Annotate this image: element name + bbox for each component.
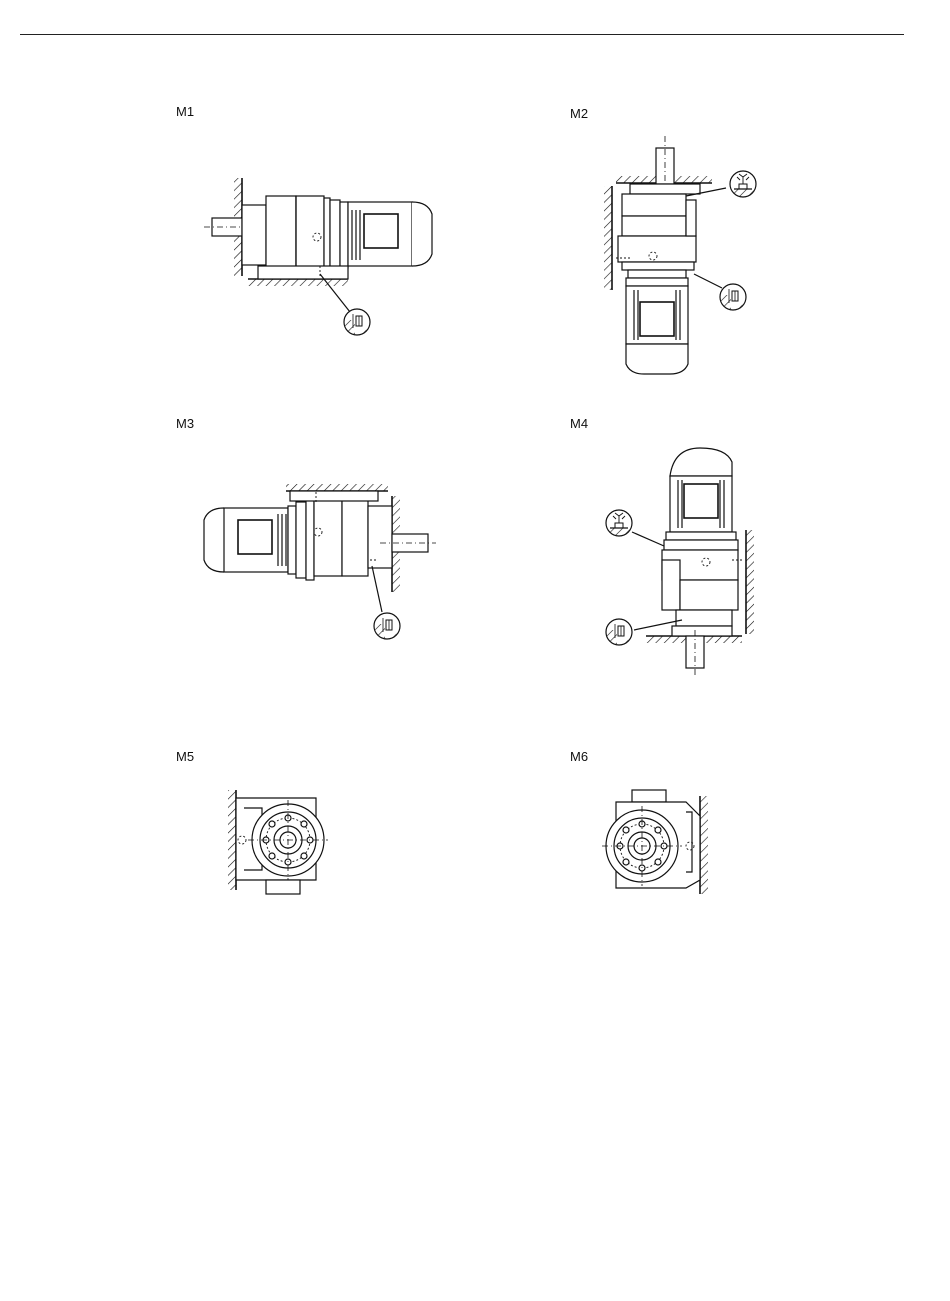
drawing-m3 [204, 484, 436, 639]
breather-icon [730, 171, 756, 198]
oil-level-icon [374, 613, 400, 639]
drawing-m4 [606, 448, 754, 676]
oil-level-icon [344, 309, 370, 335]
breather-icon [606, 510, 632, 537]
drawing-m1 [204, 178, 432, 335]
drawing-m2 [604, 136, 756, 374]
drawing-m6 [602, 790, 708, 894]
oil-level-icon [720, 284, 746, 310]
oil-level-icon [606, 619, 632, 645]
drawing-m5 [228, 790, 328, 894]
